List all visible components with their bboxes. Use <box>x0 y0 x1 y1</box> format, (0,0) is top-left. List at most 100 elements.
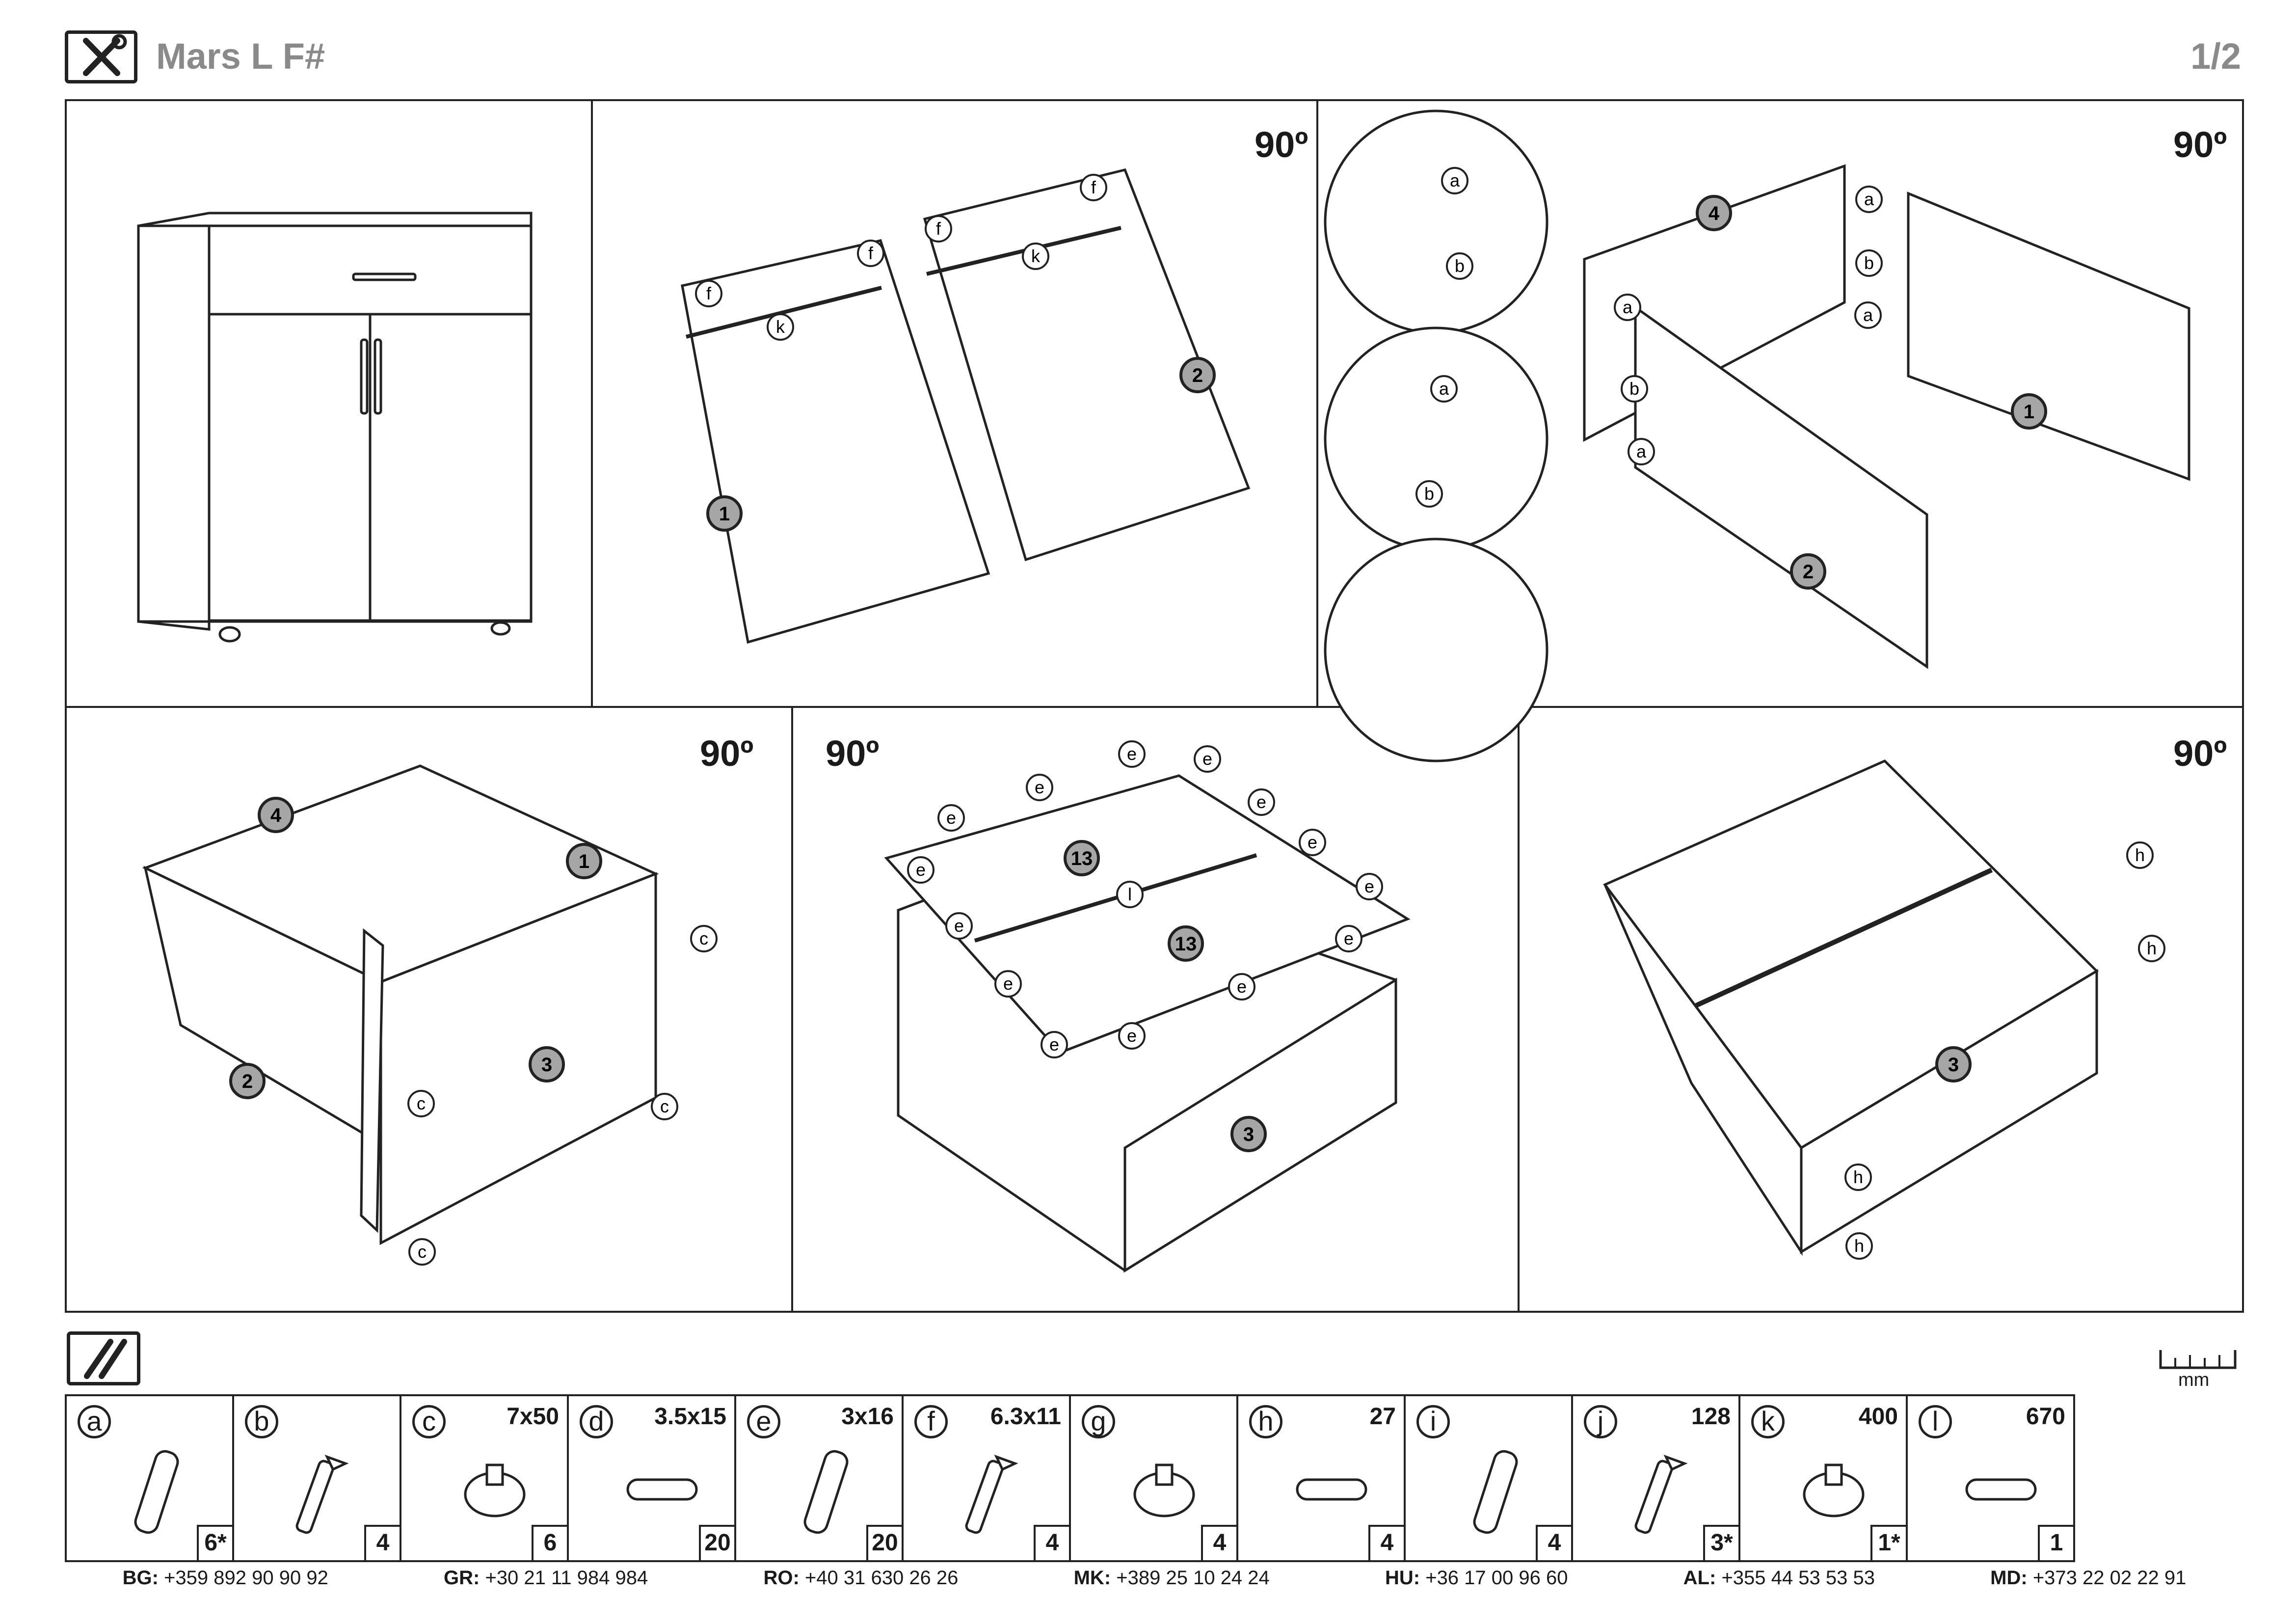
hardware-callout: c <box>690 925 718 952</box>
rotate-90-label: 90º <box>2173 733 2227 774</box>
svg-text:2: 2 <box>1803 561 1814 583</box>
hardware-callout: e <box>994 970 1022 998</box>
phone-number: +30 21 11 984 984 <box>485 1567 648 1589</box>
hardware-callout: f <box>1080 174 1107 201</box>
part-quantity: 20 <box>699 1525 734 1560</box>
support-phone: RO: +40 31 630 26 26 <box>763 1567 958 1589</box>
svg-text:f: f <box>936 218 941 239</box>
svg-text:h: h <box>2147 938 2157 958</box>
svg-text:e: e <box>946 808 956 828</box>
hardware-callout: a <box>1430 375 1458 403</box>
country-code: HU: <box>1385 1567 1420 1589</box>
part-j-icon <box>1634 1455 1688 1534</box>
hardware-callout: f <box>925 215 952 243</box>
hardware-callout: c <box>408 1238 436 1266</box>
part-size: 670 <box>2026 1404 2065 1430</box>
part-letter: a <box>78 1405 111 1438</box>
rotate-90-label: 90º <box>826 733 880 774</box>
part-letter: d <box>580 1405 613 1438</box>
svg-text:c: c <box>417 1093 426 1113</box>
support-phones: BG: +359 892 90 90 92 GR: +30 21 11 984 9… <box>65 1567 2244 1589</box>
phone-number: +355 44 53 53 53 <box>1721 1567 1875 1589</box>
hardware-callout: b <box>1855 249 1883 277</box>
svg-text:3: 3 <box>1243 1124 1254 1145</box>
country-code: RO: <box>763 1567 800 1589</box>
hardware-callout: e <box>945 912 973 940</box>
support-phone: MK: +389 25 10 24 24 <box>1074 1567 1270 1589</box>
panel-number-callout: 4 <box>1696 195 1732 231</box>
hardware-callout: h <box>1844 1164 1872 1191</box>
rotate-90-label: 90º <box>700 733 754 774</box>
svg-text:f: f <box>868 243 874 263</box>
svg-text:a: a <box>1450 170 1460 190</box>
part-letter: c <box>412 1405 446 1438</box>
svg-text:c: c <box>660 1096 669 1116</box>
part-quantity: 1 <box>2038 1525 2073 1560</box>
panel-number-callout: 3 <box>1230 1116 1267 1152</box>
hardware-callout: k <box>1022 243 1049 270</box>
part-quantity: 4 <box>1536 1525 1571 1560</box>
panel-number-callout: 2 <box>1790 553 1826 590</box>
part-b-icon <box>295 1455 349 1534</box>
part-letter: h <box>1249 1405 1282 1438</box>
svg-text:1: 1 <box>2024 401 2034 423</box>
support-phone: BG: +359 892 90 90 92 <box>123 1567 328 1589</box>
part-l-icon <box>1965 1478 2037 1501</box>
phone-number: +36 17 00 96 60 <box>1425 1567 1568 1589</box>
svg-text:4: 4 <box>1709 203 1720 224</box>
part-letter: k <box>1751 1405 1785 1438</box>
part-quantity: 4 <box>1201 1525 1236 1560</box>
feet-illustration <box>1603 759 2099 1256</box>
ruler-icon <box>2159 1345 2237 1372</box>
hardware-callout: b <box>1446 252 1473 280</box>
hardware-callout: e <box>1026 774 1053 801</box>
svg-text:b: b <box>1864 253 1874 273</box>
hardware-callout: h <box>1845 1232 1873 1260</box>
svg-text:e: e <box>1003 974 1013 994</box>
svg-text:f: f <box>1091 177 1096 197</box>
part-quantity: 4 <box>1368 1525 1404 1560</box>
support-phone: GR: +30 21 11 984 984 <box>444 1567 648 1589</box>
part-letter: e <box>747 1405 780 1438</box>
hardware-callout: a <box>1614 294 1641 321</box>
hardware-callout: e <box>1194 745 1221 773</box>
svg-text:e: e <box>1344 928 1354 948</box>
part-quantity: 1* <box>1870 1525 1906 1560</box>
phone-number: +359 892 90 90 92 <box>164 1567 328 1589</box>
part-size: 400 <box>1858 1404 1898 1430</box>
part-quantity: 4 <box>364 1525 400 1560</box>
part-g-icon <box>1133 1463 1195 1517</box>
hardware-callout: b <box>1621 375 1648 403</box>
part-quantity: 6 <box>532 1525 567 1560</box>
svg-text:13: 13 <box>1071 848 1093 869</box>
phone-number: +40 31 630 26 26 <box>804 1567 959 1589</box>
part-quantity: 20 <box>866 1525 902 1560</box>
svg-text:4: 4 <box>270 805 282 826</box>
part-e-icon <box>803 1450 849 1534</box>
svg-text:e: e <box>1256 792 1266 812</box>
svg-text:3: 3 <box>1948 1054 1959 1076</box>
part-quantity: 4 <box>1034 1525 1069 1560</box>
svg-text:1: 1 <box>719 503 730 525</box>
svg-text:h: h <box>2135 845 2145 865</box>
svg-text:h: h <box>1854 1236 1864 1256</box>
svg-text:a: a <box>1439 379 1449 399</box>
svg-text:b: b <box>1424 484 1434 504</box>
svg-text:k: k <box>776 317 785 337</box>
panel-number-callout: 4 <box>258 797 294 833</box>
svg-text:e: e <box>954 916 964 936</box>
part-letter: f <box>914 1405 948 1438</box>
hardware-callout: e <box>1335 925 1362 952</box>
hardware-callout: f <box>857 240 884 267</box>
support-phone: AL: +355 44 53 53 53 <box>1683 1567 1875 1589</box>
svg-text:1: 1 <box>579 851 589 872</box>
country-code: MK: <box>1073 1567 1111 1589</box>
part-i-icon <box>1473 1450 1518 1534</box>
svg-text:a: a <box>1623 297 1633 317</box>
